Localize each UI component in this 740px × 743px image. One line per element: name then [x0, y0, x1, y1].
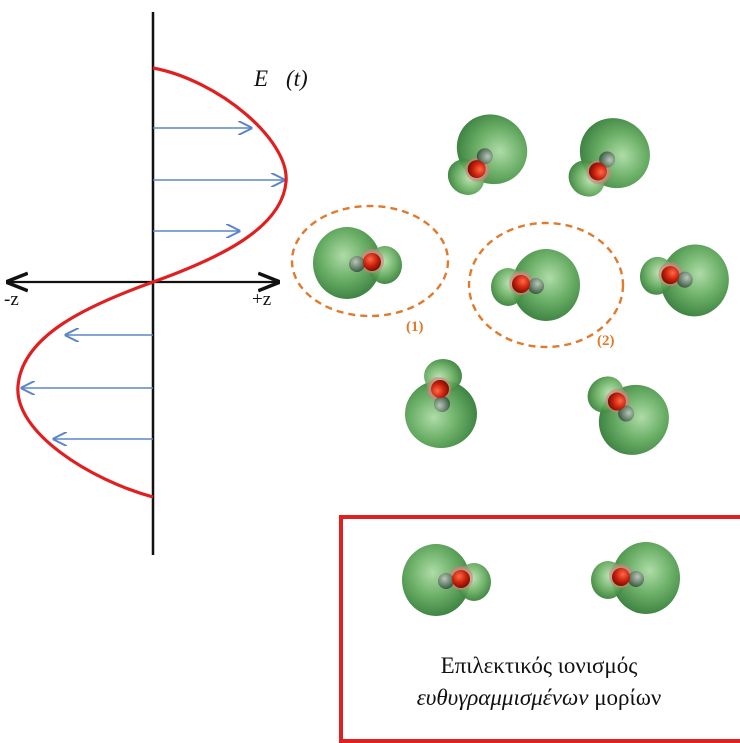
highlight-ellipse-2	[467, 221, 625, 349]
legend-caption: Επιλεκτικός ιονισμός ευθυγραμμισμένων μο…	[339, 650, 739, 714]
axis-minus-label: -z	[4, 289, 19, 310]
legend-line-1: Επιλεκτικός ιονισμός	[440, 653, 638, 678]
molecule-aligned-1	[313, 227, 402, 299]
molecule	[405, 359, 477, 448]
molecule	[429, 100, 542, 215]
molecule	[634, 235, 735, 322]
highlight-ellipse-1	[290, 204, 450, 318]
electric-field-wave	[16, 66, 288, 499]
molecule-tag-1: (1)	[406, 319, 424, 335]
legend-italic-word: ευθυγραμμισμένων	[416, 685, 589, 710]
molecule	[550, 103, 665, 218]
molecule-tag-2: (2)	[597, 333, 615, 349]
molecule	[569, 355, 684, 470]
axis-plus-label: +z	[252, 289, 272, 310]
legend-plain-word: μορίων	[588, 685, 662, 710]
legend-line-2: ευθυγραμμισμένων μορίων	[339, 682, 739, 714]
field-label: E⃗(t)	[254, 66, 308, 91]
molecule-aligned-2	[491, 249, 580, 321]
